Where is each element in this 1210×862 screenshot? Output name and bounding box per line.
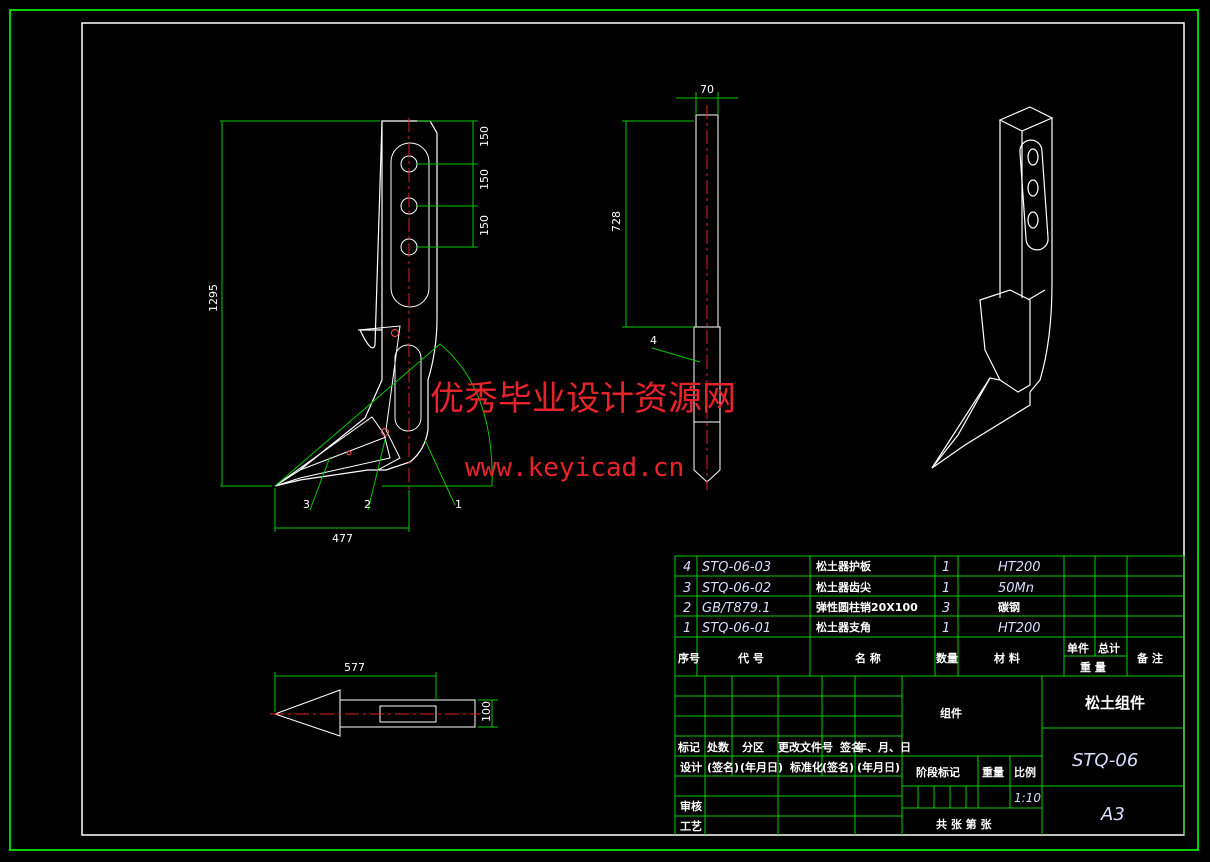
rev-sign: 签名 xyxy=(839,740,862,754)
std-label: 标准化 xyxy=(789,760,823,774)
outer-border xyxy=(9,9,1199,851)
balloon-1: 1 xyxy=(455,498,462,511)
dim-150-c: 150 xyxy=(478,215,491,236)
process-label: 工艺 xyxy=(680,819,702,833)
dim-150-b: 150 xyxy=(478,169,491,190)
bom-header-note: 备 注 xyxy=(1136,651,1163,665)
isometric-view xyxy=(931,106,1054,469)
bom-row-4-name: 松土器护板 xyxy=(816,559,872,573)
bom-row-2-qty: 3 xyxy=(942,601,950,616)
scale-label: 比例 xyxy=(1014,765,1036,779)
bom-header-unit: 单件 xyxy=(1067,641,1089,655)
review-label: 审核 xyxy=(680,799,702,813)
part-name: 组件 xyxy=(940,706,962,720)
sheets-label: 共 张 第 张 xyxy=(936,817,992,831)
dim-70: 70 xyxy=(700,83,714,96)
bom-table xyxy=(674,555,1184,835)
bom-header-code: 代 号 xyxy=(737,651,764,665)
drawing-title: 松土组件 xyxy=(1085,694,1145,712)
dim-150-a: 150 xyxy=(478,126,491,147)
design-date: (年月日) xyxy=(740,760,783,774)
std-date: (年月日) xyxy=(857,760,900,774)
dim-1295: 1295 xyxy=(207,284,220,312)
design-label: 设计 xyxy=(680,760,702,774)
bom-row-4-material: HT200 xyxy=(998,560,1041,575)
bom-row-4-qty: 1 xyxy=(942,560,950,575)
drawing-number: STQ-06 xyxy=(1072,750,1138,771)
bom-row-1-code: STQ-06-01 xyxy=(702,621,771,636)
bom-row-2-material: 碳钢 xyxy=(998,600,1020,614)
bom-row-3-qty: 1 xyxy=(942,581,950,596)
bom-row-3-name: 松土器齿尖 xyxy=(816,580,871,594)
bom-row-4-no: 4 xyxy=(683,560,691,575)
inner-border xyxy=(81,22,1185,836)
rev-count: 处数 xyxy=(706,740,730,754)
bom-row-2-code: GB/T879.1 xyxy=(702,601,771,616)
rev-date: 年、月、日 xyxy=(856,740,911,754)
balloon-2: 2 xyxy=(364,498,371,511)
bottom-view xyxy=(270,672,498,737)
bom-row-1-name: 松土器支角 xyxy=(816,620,871,634)
bom-row-4-code: STQ-06-03 xyxy=(702,560,771,575)
bom-row-1-qty: 1 xyxy=(942,621,950,636)
scale-value: 1:10 xyxy=(1014,791,1041,805)
title-block-text: 组件 松土组件 STQ-06 A3 1:10 标记 处数 分区 更改文件号 签名… xyxy=(677,694,1145,833)
balloon-3: 3 xyxy=(303,498,310,511)
bom-header-no: 序号 xyxy=(678,651,700,665)
dim-477: 477 xyxy=(332,532,353,545)
title-block xyxy=(675,556,1185,835)
bom-row-3-code: STQ-06-02 xyxy=(702,581,771,596)
bom-row-1-material: HT200 xyxy=(998,621,1041,636)
rev-mark: 标记 xyxy=(677,740,700,754)
design-sign: (签名) xyxy=(707,760,739,774)
bom-header-qty: 数量 xyxy=(936,651,958,665)
rev-zone: 分区 xyxy=(742,740,764,754)
weight-label: 重量 xyxy=(982,765,1004,779)
stage-label: 阶段标记 xyxy=(916,765,960,779)
bom-row-3-material: 50Mn xyxy=(998,581,1034,596)
side-view xyxy=(622,92,738,490)
front-view xyxy=(220,118,493,532)
bom-header-total: 总计 xyxy=(1098,641,1120,655)
rev-doc: 更改文件号 xyxy=(778,740,833,754)
bom-header-weight: 重 量 xyxy=(1080,660,1106,674)
bom-row-1-no: 1 xyxy=(683,621,691,636)
dim-728: 728 xyxy=(610,211,623,232)
bom-row-3-no: 3 xyxy=(683,581,691,596)
balloon-4: 4 xyxy=(650,334,657,347)
bom-rows: 4 STQ-06-03 松土器护板 1 HT200 3 STQ-06-02 松土… xyxy=(678,559,1163,674)
sheet-size: A3 xyxy=(1100,804,1125,825)
dim-577: 577 xyxy=(344,661,365,674)
bom-row-2-name: 弹性圆柱销20X100 xyxy=(816,600,918,614)
std-sign: (签名) xyxy=(822,760,854,774)
bom-header-material: 材 料 xyxy=(994,651,1020,665)
bom-header-name: 名 称 xyxy=(855,651,881,665)
dim-100: 100 xyxy=(480,701,493,722)
bom-row-2-no: 2 xyxy=(683,601,691,616)
watermark-url: www.keyicad.cn xyxy=(465,453,684,483)
watermark-cn: 优秀毕业设计资源网 xyxy=(430,379,736,419)
